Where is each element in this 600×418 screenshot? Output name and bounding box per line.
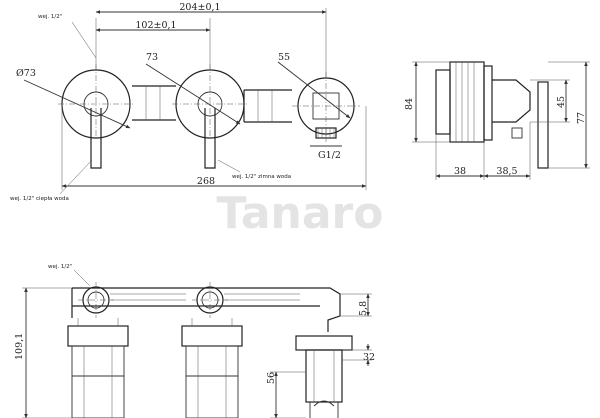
watermark-logo: Tanaro [217, 188, 384, 239]
dim-overall-height: 77 [576, 112, 587, 124]
dim-thread: G1/2 [318, 150, 341, 161]
front-view: 204±0,1 102±0,1 Ø73 73 55 G1/2 268 wej. … [10, 2, 367, 202]
side-view: 84 45 77 38 38,5 [404, 61, 590, 180]
dim-diameter-outlet: 55 [278, 52, 290, 63]
dim-diameter-left: Ø73 [16, 68, 36, 79]
label-top-inlet: wej. 1/2" [48, 264, 72, 270]
dim-depth-left: 38 [454, 166, 466, 177]
top-view: wej. 1/2" 109,1 5,8 32 56 [14, 264, 375, 418]
top-rosette-left [67, 325, 129, 347]
side-handle [537, 81, 549, 169]
body-connector-right [243, 89, 292, 123]
dim-outlet-height: 45 [556, 96, 567, 108]
top-handle-left [71, 375, 125, 418]
top-rail [71, 287, 341, 332]
body-connector-left [132, 85, 176, 121]
dim-side-height: 84 [404, 98, 415, 110]
label-cold-water: wej. 1/2" zimna woda [232, 174, 291, 180]
top-rosette-middle [181, 325, 243, 347]
dim-top-height: 109,1 [14, 333, 25, 360]
side-wall-plate [483, 65, 493, 141]
dim-top-offset: 5,8 [358, 301, 369, 316]
handle-middle [204, 108, 216, 169]
dim-total-top: 204±0,1 [179, 2, 220, 13]
dim-top-bottom: 56 [266, 372, 277, 384]
top-outlet-plate [295, 335, 353, 351]
dim-diameter-middle: 73 [146, 52, 158, 63]
side-outlet [492, 79, 531, 123]
dim-depth-right: 38,5 [496, 166, 517, 177]
side-body-mid [449, 61, 485, 143]
side-body-rear [435, 69, 451, 135]
top-outlet-body [305, 349, 343, 403]
top-handle-middle [185, 375, 239, 418]
handle-left [90, 108, 102, 169]
dim-total-width: 268 [197, 176, 215, 187]
label-inlet-top: wej. 1/2" [38, 14, 62, 20]
label-hot-water: wej. 1/2" ciepła woda [10, 196, 69, 202]
dim-centers: 102±0,1 [135, 20, 176, 31]
dim-top-width: 32 [363, 352, 375, 363]
